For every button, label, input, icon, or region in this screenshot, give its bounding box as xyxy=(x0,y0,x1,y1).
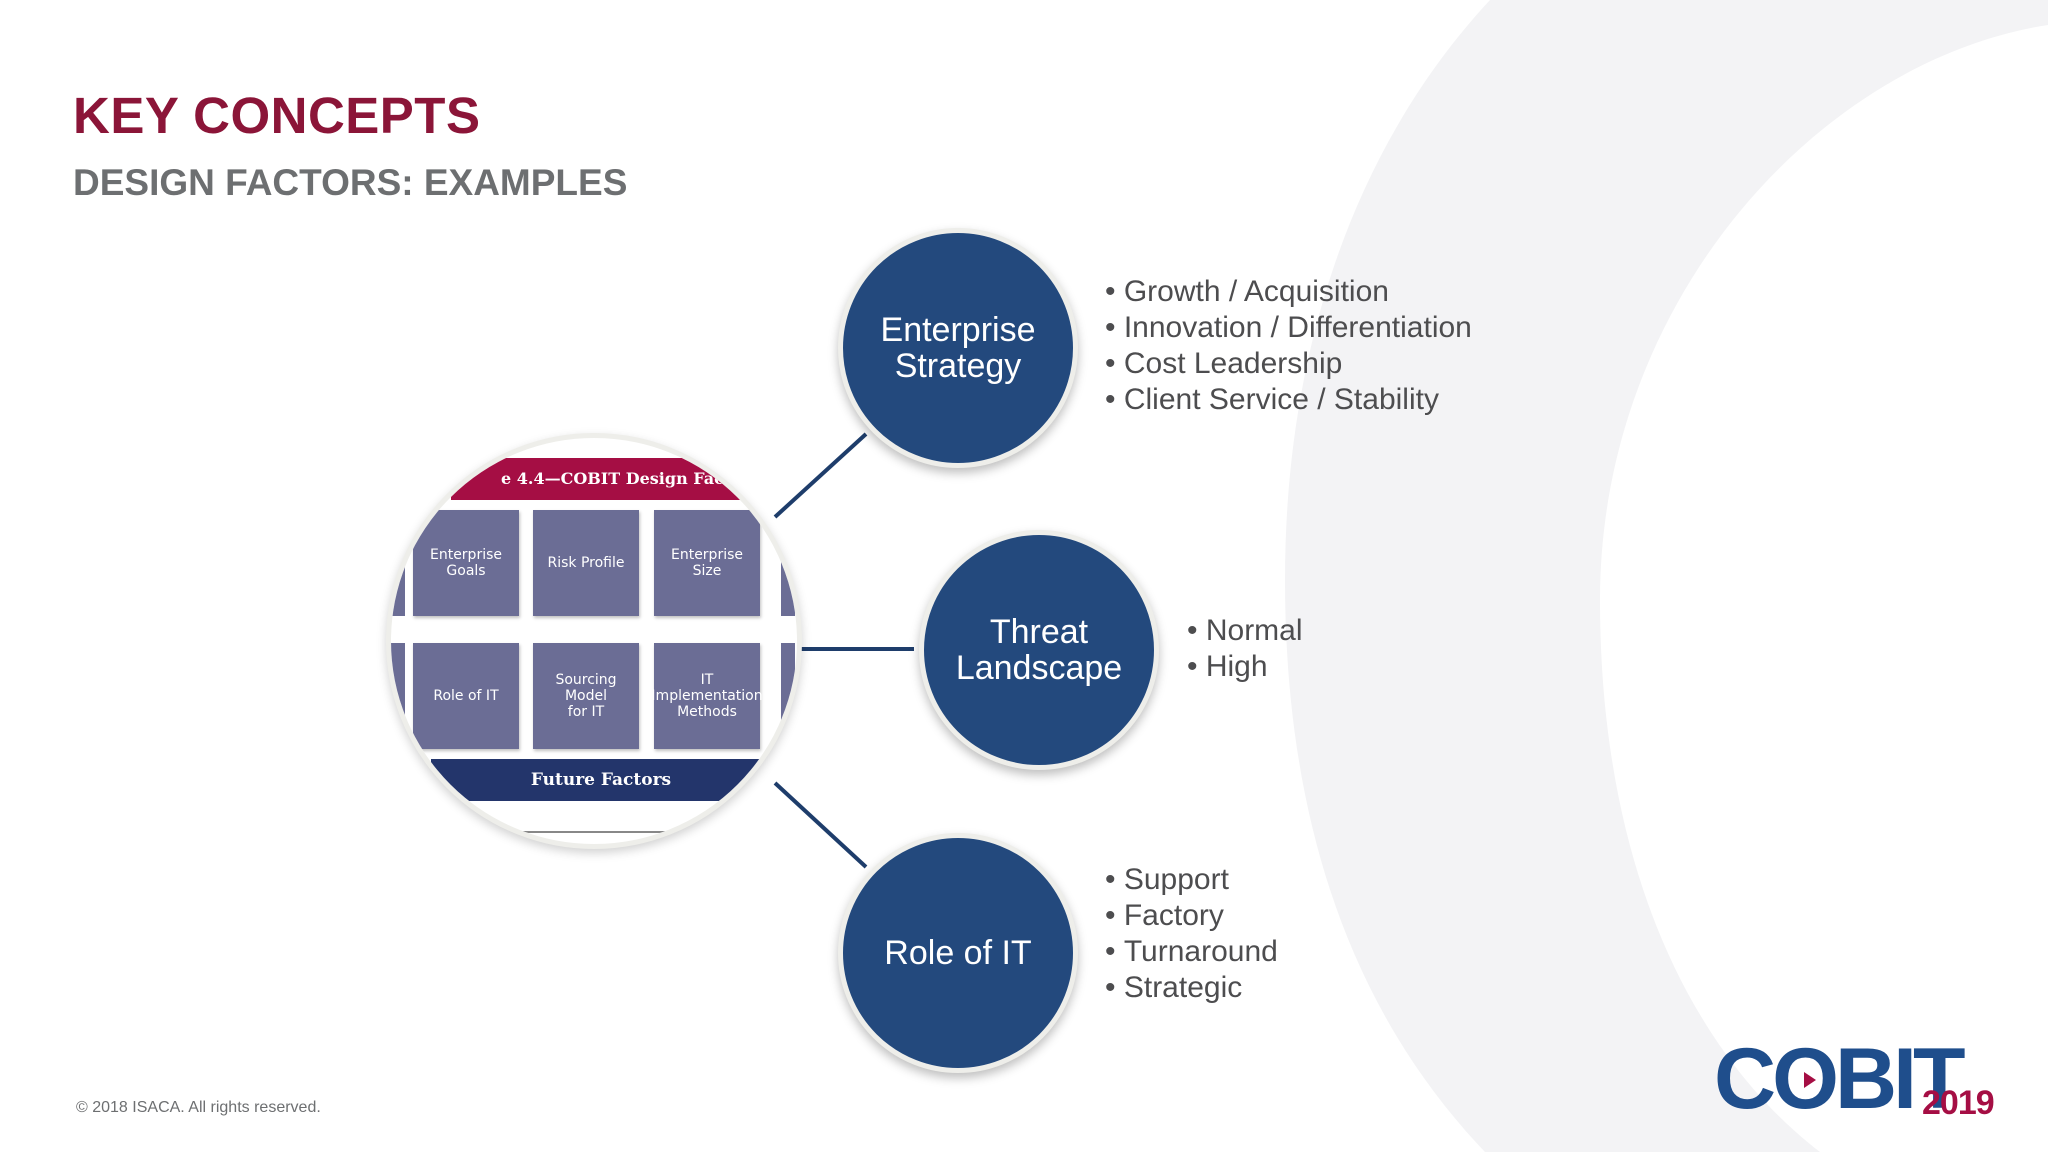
figure-tile-edge xyxy=(391,510,405,616)
figure-tile-edge xyxy=(781,643,795,749)
factor-label: Role of IT xyxy=(884,934,1032,972)
figure-tile-implementation-methods: IT Implementation Methods xyxy=(651,643,763,749)
factor-label: Enterprise Strategy xyxy=(880,311,1036,385)
example-item: Normal xyxy=(1187,613,1303,649)
figure-tile-edge xyxy=(781,510,795,616)
figure-tile-enterprise-size: Enterprise Size xyxy=(654,510,760,616)
example-item: Strategic xyxy=(1105,970,1278,1006)
threat-landscape-examples: Normal High xyxy=(1187,613,1303,685)
logo-wordmark: COBIT xyxy=(1714,1031,1965,1126)
example-item: High xyxy=(1187,649,1303,685)
logo-year: 2019 xyxy=(1922,1084,1994,1122)
figure-tile-enterprise-goals: Enterprise Goals xyxy=(413,510,519,616)
logo-accent-mark xyxy=(1804,1072,1816,1088)
example-item: Factory xyxy=(1105,898,1278,934)
figure-banner: e 4.4—COBIT Design Fac xyxy=(451,458,771,500)
example-item: Innovation / Differentiation xyxy=(1105,310,1472,346)
factor-role-of-it: Role of IT xyxy=(838,833,1078,1073)
copyright-notice: © 2018 ISACA. All rights reserved. xyxy=(76,1099,321,1116)
page-title: KEY CONCEPTS xyxy=(73,87,481,144)
role-of-it-examples: Support Factory Turnaround Strategic xyxy=(1105,862,1278,1006)
design-factors-figure-zoom: e 4.4—COBIT Design Fac Enterprise Goals … xyxy=(386,433,802,849)
example-item: Support xyxy=(1105,862,1278,898)
figure-divider xyxy=(501,831,671,833)
cobit-2019-logo: COBIT 2019 xyxy=(1714,1031,1995,1126)
example-item: Growth / Acquisition xyxy=(1105,274,1472,310)
figure-tile-sourcing-model: Sourcing Model for IT xyxy=(533,643,639,749)
figure-tile-edge xyxy=(391,643,405,749)
figure-tile-role-of-it: Role of IT xyxy=(413,643,519,749)
example-item: Client Service / Stability xyxy=(1105,382,1472,418)
factor-label: Threat Landscape xyxy=(955,613,1123,687)
example-item: Cost Leadership xyxy=(1105,346,1472,382)
connector-enterprise-strategy xyxy=(773,432,868,519)
connector-role-of-it xyxy=(773,781,868,869)
factor-threat-landscape: Threat Landscape xyxy=(919,530,1159,770)
page-subtitle: DESIGN FACTORS: EXAMPLES xyxy=(73,162,628,203)
figure-footer-future-factors: Future Factors xyxy=(431,759,771,801)
figure-tile-risk-profile: Risk Profile xyxy=(533,510,639,616)
example-item: Turnaround xyxy=(1105,934,1278,970)
enterprise-strategy-examples: Growth / Acquisition Innovation / Differ… xyxy=(1105,274,1472,418)
factor-enterprise-strategy: Enterprise Strategy xyxy=(838,228,1078,468)
